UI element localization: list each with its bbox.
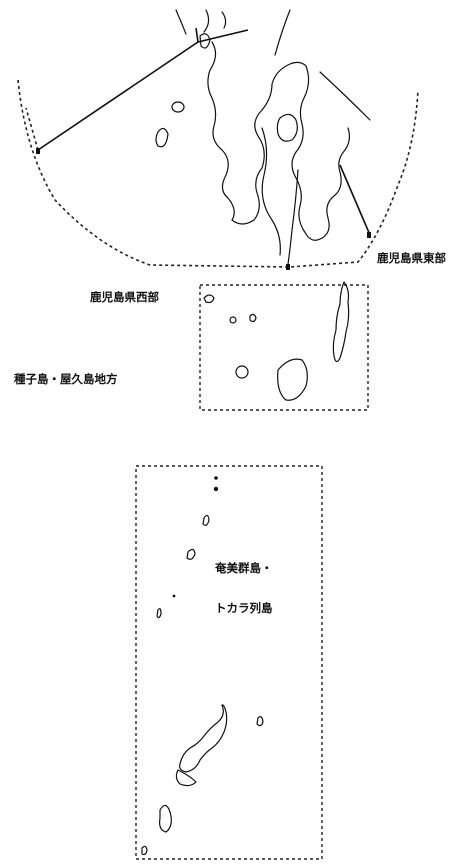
boundary-tick-left [36, 148, 40, 154]
divider-north-stub [195, 27, 199, 43]
islet-tokara-2 [186, 548, 196, 560]
islet-dot-3 [172, 594, 176, 598]
islet-north [199, 33, 211, 49]
tanegashima-coast [332, 281, 350, 363]
kakeroma-coast [175, 769, 197, 787]
islet-kikai [256, 716, 264, 727]
amami-inset-frame [135, 465, 323, 860]
sakurajima-coast [276, 113, 298, 142]
coast-north-4 [274, 9, 291, 56]
islet-kuchinoerabu [203, 294, 215, 304]
tanegashima-yakushima-section [199, 281, 369, 411]
amami-tokara-section [135, 465, 323, 860]
label-kagoshima-east: 鹿児島県東部 [377, 251, 446, 265]
coast-north-5 [319, 71, 371, 121]
label-amami-line2: トカラ列島 [215, 601, 273, 615]
osumi-peninsula-coast [291, 65, 351, 241]
islet-west-2 [155, 127, 169, 148]
yakushima-coast [277, 358, 308, 401]
islet-west-1 [171, 101, 185, 113]
mainland-outer-boundary [17, 79, 419, 268]
islet-south-small [141, 845, 148, 856]
islet-dot-2 [213, 486, 219, 492]
coast-north-3 [221, 11, 227, 29]
amami-oshima-coast [179, 704, 228, 773]
bay-line-2 [287, 169, 299, 265]
islet-tokara-3 [156, 608, 162, 619]
islet-dot-1 [214, 476, 218, 480]
east-boundary-line [339, 164, 371, 236]
mainland-section [17, 9, 419, 270]
coast-north-2 [203, 9, 210, 33]
tanegashima-inset-frame [199, 284, 369, 411]
label-kagoshima-west: 鹿児島県西部 [90, 290, 159, 304]
west-east-divider [37, 29, 249, 151]
boundary-tick-right [367, 232, 371, 238]
mainland-inner-boundary [25, 107, 39, 151]
islet-tokunoshima [159, 804, 172, 833]
islet-tokara-1 [202, 514, 210, 526]
islet-small-2 [249, 313, 257, 323]
islet-mageshima [235, 365, 249, 379]
label-amami-line1: 奄美群島・ [214, 561, 273, 575]
islet-small-1 [229, 316, 237, 324]
label-tanegashima-yakushima: 種子島・屋久島地方 [14, 372, 118, 386]
boundary-tick-center [286, 264, 290, 270]
satsuma-peninsula-coast [207, 41, 307, 225]
coast-north-1 [175, 9, 187, 35]
bay-line-1 [261, 127, 281, 256]
